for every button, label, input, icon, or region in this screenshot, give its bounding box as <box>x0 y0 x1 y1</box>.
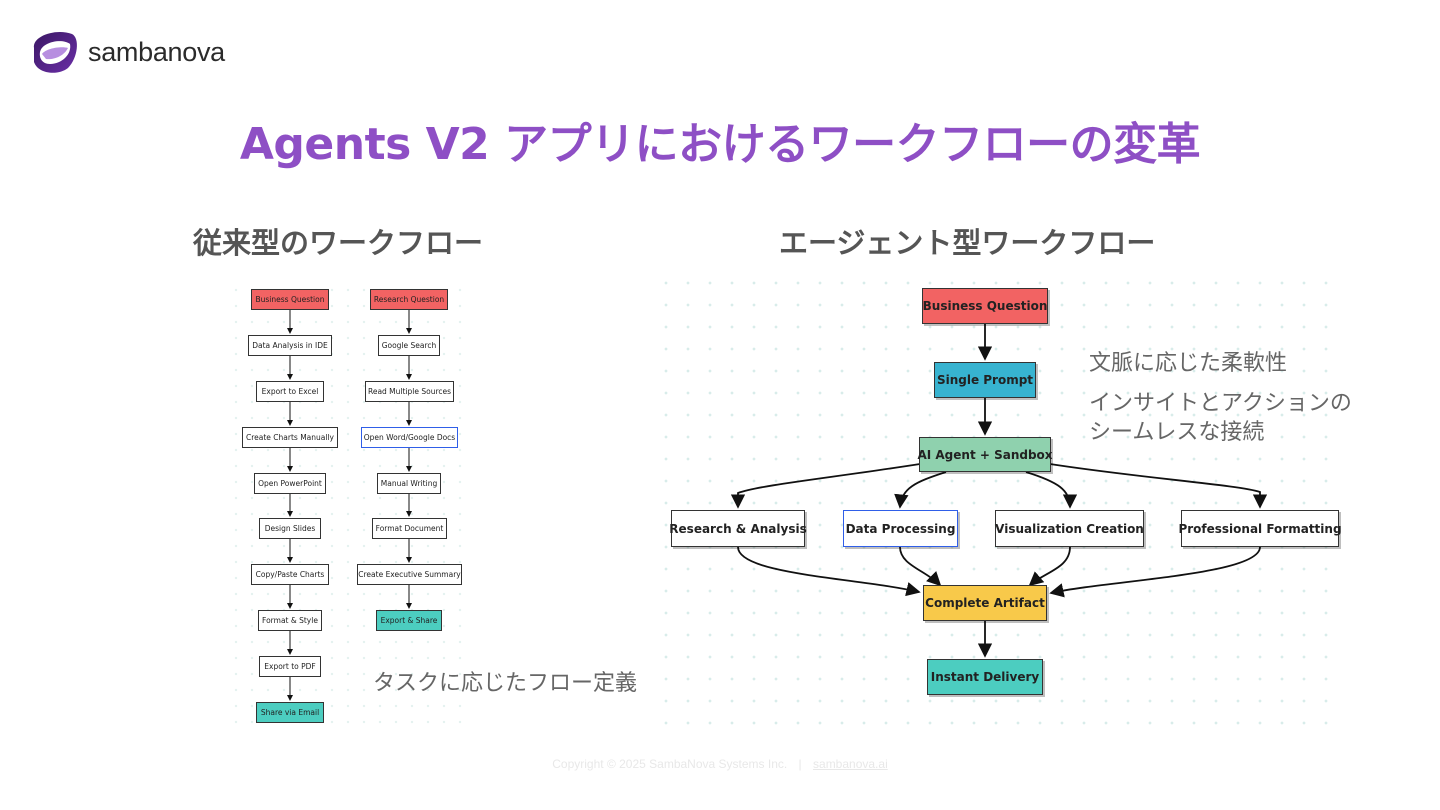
trad-business-question: Business Question <box>251 289 329 310</box>
footer-link[interactable]: sambanova.ai <box>813 757 888 771</box>
agent-business-question: Business Question <box>922 288 1048 324</box>
trad-share-email: Share via Email <box>256 702 324 723</box>
agent-visualization-creation: Visualization Creation <box>995 510 1144 547</box>
agent-single-prompt: Single Prompt <box>934 362 1036 398</box>
page-title: Agents V2 アプリにおけるワークフローの変革 <box>239 119 1201 170</box>
trad-open-powerpoint: Open PowerPoint <box>254 473 326 494</box>
trad-executive-summary: Create Executive Summary <box>357 564 462 585</box>
agent-data-processing: Data Processing <box>843 510 958 547</box>
footer: Copyright © 2025 SambaNova Systems Inc. … <box>0 757 1440 771</box>
brand-name: sambanova <box>88 36 225 67</box>
traditional-workflow-heading: 従来型のワークフロー <box>193 226 484 260</box>
trad-design-slides: Design Slides <box>259 518 321 539</box>
note-flexibility: 文脈に応じた柔軟性 <box>1089 351 1288 376</box>
trad-read-sources: Read Multiple Sources <box>365 381 454 402</box>
agent-ai-sandbox: AI Agent + Sandbox <box>917 437 1053 472</box>
trad-open-word-docs: Open Word/Google Docs <box>361 427 458 448</box>
agent-professional-formatting: Professional Formatting <box>1178 510 1342 547</box>
agentic-workflow-heading: エージェント型ワークフロー <box>779 226 1156 260</box>
trad-export-excel: Export to Excel <box>256 381 324 402</box>
traditional-grid-background <box>228 282 468 728</box>
trad-copy-paste-charts: Copy/Paste Charts <box>251 564 329 585</box>
note-task-flow: タスクに応じたフロー定義 <box>373 671 638 696</box>
trad-google-search: Google Search <box>378 335 440 356</box>
agent-research-analysis: Research & Analysis <box>669 510 807 547</box>
trad-manual-writing: Manual Writing <box>377 473 441 494</box>
note-insight-line2: シームレスな接続 <box>1089 420 1265 445</box>
trad-data-analysis-ide: Data Analysis in IDE <box>248 335 332 356</box>
trad-format-document: Format Document <box>372 518 447 539</box>
agent-instant-delivery: Instant Delivery <box>927 659 1043 695</box>
agent-complete-artifact: Complete Artifact <box>923 585 1047 621</box>
trad-export-share: Export & Share <box>376 610 442 631</box>
trad-research-question: Research Question <box>370 289 448 310</box>
footer-copyright: Copyright © 2025 SambaNova Systems Inc. <box>552 757 788 771</box>
trad-create-charts: Create Charts Manually <box>242 427 338 448</box>
sambanova-logo[interactable]: sambanova <box>28 28 225 76</box>
note-insight-line1: インサイトとアクションの <box>1089 391 1352 416</box>
trad-format-style: Format & Style <box>258 610 322 631</box>
footer-separator: | <box>798 757 802 771</box>
sambanova-logo-icon <box>33 31 77 73</box>
trad-export-pdf: Export to PDF <box>259 656 321 677</box>
